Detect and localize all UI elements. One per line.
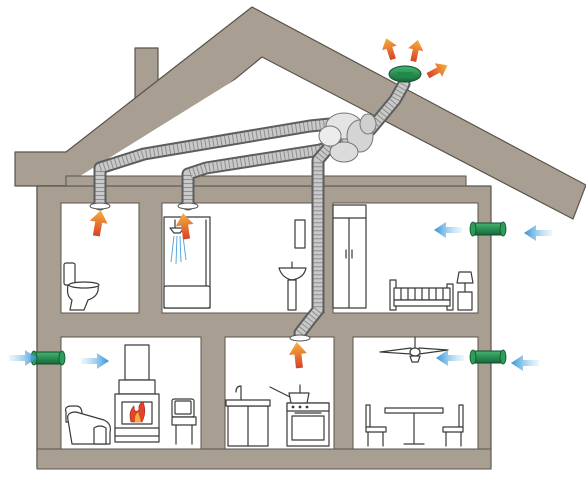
wall-inlets [30,221,507,366]
stove-icon [269,384,330,447]
ceiling-fan-icon [379,336,449,363]
bed-icon [389,279,454,311]
grille-bathroom [177,202,199,210]
warm-air-arrow-icon [424,58,452,83]
warm-air-arrow-icon [405,38,426,63]
duct-network [93,77,411,340]
wardrobe-icon [332,204,367,309]
grille-toilet [89,202,111,210]
ground-plinth [36,448,492,470]
grille-kitchen [289,334,311,342]
attic-floor [65,175,467,187]
fresh-air-arrow-icon [511,355,539,371]
lamp-icon [456,271,474,311]
roof-exhaust-cap-icon [388,65,422,83]
fireplace-icon [114,344,160,443]
chair-icon [442,404,464,447]
sink-icon [278,219,307,311]
ventilation-fan-unit-icon [318,112,377,163]
mirror-icon [294,219,306,249]
wall-air-inlet-icon [469,221,507,237]
fresh-air-arrow-icon [524,225,552,241]
ceiling-grilles [89,202,311,342]
tv-icon [171,398,197,445]
warm-air-arrow-icon [378,35,401,62]
table-icon [384,407,444,445]
cabinet-icon [225,399,271,447]
wall-air-inlet-icon [469,349,507,365]
kitchen-sink-icon [235,385,242,401]
toilet-icon [63,262,100,311]
armchair-icon [65,405,111,445]
chair-icon [365,404,387,447]
